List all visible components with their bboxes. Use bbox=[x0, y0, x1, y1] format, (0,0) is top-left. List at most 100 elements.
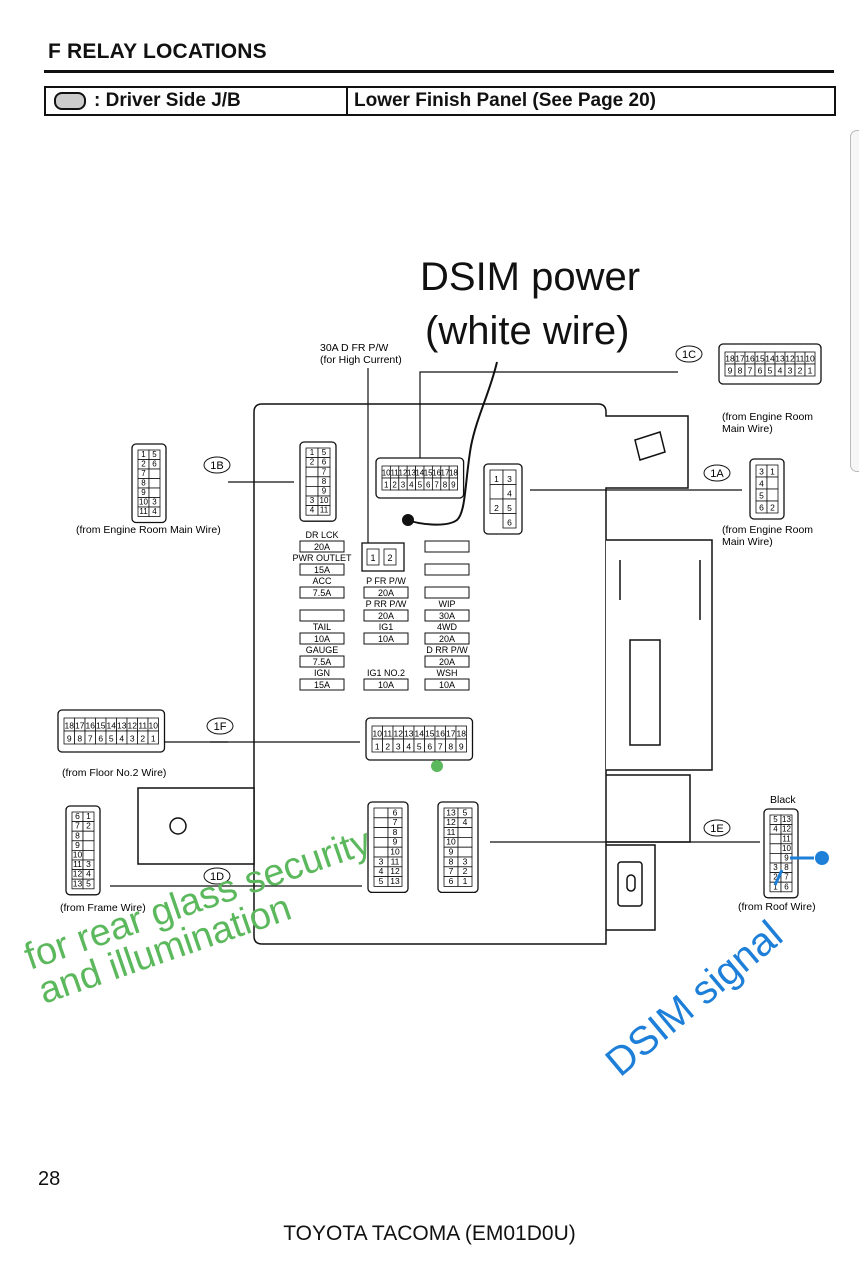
fuse-amp: 15A bbox=[314, 680, 330, 690]
pin-number: 2 bbox=[140, 734, 145, 744]
pin-number: 2 bbox=[463, 866, 468, 876]
fuse-name: WSH bbox=[437, 668, 458, 678]
pin-number: 3 bbox=[379, 856, 384, 866]
pin-number: 4 bbox=[778, 366, 783, 376]
pin-number: 10 bbox=[382, 469, 391, 478]
pin-cell bbox=[448, 477, 459, 491]
pin-number: 11 bbox=[447, 827, 456, 837]
pin-number: 2 bbox=[86, 821, 91, 831]
pin-number: 1 bbox=[151, 734, 156, 744]
dsim-power-wire bbox=[402, 361, 498, 526]
fuse-slot bbox=[363, 586, 409, 599]
pin-number: 11 bbox=[390, 469, 399, 478]
fuse-name: GAUGE bbox=[306, 645, 339, 655]
spare-fuse-slot bbox=[424, 563, 470, 576]
pin-number: 10 bbox=[782, 844, 791, 853]
pin-number: 12 bbox=[73, 869, 83, 879]
src-1b: (from Engine Room Main Wire) bbox=[76, 524, 221, 536]
pin-number: 13 bbox=[446, 807, 456, 817]
pin-number: 7 bbox=[434, 481, 439, 490]
footer-title: TOYOTA TACOMA (EM01D0U) bbox=[283, 1222, 576, 1245]
pin-number: 9 bbox=[451, 481, 456, 490]
pin-cell bbox=[766, 500, 779, 514]
pin-number: 6 bbox=[507, 518, 512, 528]
pin-number: 3 bbox=[463, 856, 468, 866]
pin-cell bbox=[305, 466, 319, 478]
pin-number: 9 bbox=[728, 366, 733, 376]
pin-cell bbox=[305, 485, 319, 497]
pin-number: 5 bbox=[507, 503, 512, 513]
pin-number: 8 bbox=[784, 863, 789, 872]
spare-fuse-slot bbox=[299, 609, 345, 622]
high-current-label-2: (for High Current) bbox=[320, 354, 402, 366]
fuse-name: TAIL bbox=[313, 622, 331, 632]
pin-cell bbox=[457, 876, 473, 887]
pin-number: 2 bbox=[770, 503, 775, 513]
pin-number: 4 bbox=[773, 825, 778, 834]
dsim-signal-label: DSIM signal bbox=[598, 913, 791, 1085]
scrollbar[interactable] bbox=[850, 130, 859, 472]
pin-number: 12 bbox=[390, 866, 400, 876]
src-1a-2: Main Wire) bbox=[722, 536, 773, 548]
pin-number: 9 bbox=[141, 488, 146, 497]
pin-number: 8 bbox=[141, 479, 146, 488]
pin-number: 5 bbox=[768, 366, 773, 376]
pin-number: 6 bbox=[759, 503, 764, 513]
relay-pin bbox=[383, 548, 397, 566]
pin-number: 11 bbox=[139, 507, 148, 516]
spare-fuse-slot bbox=[424, 540, 470, 553]
pin-cell bbox=[489, 484, 504, 500]
pin-number: 8 bbox=[77, 734, 82, 744]
pin-number: 10 bbox=[390, 847, 400, 857]
pin-cell bbox=[766, 476, 779, 490]
location-table: : Driver Side J/B Lower Finish Panel (Se… bbox=[44, 86, 836, 116]
junction-block-body bbox=[137, 403, 713, 945]
pin-number: 4 bbox=[759, 479, 764, 489]
pin-number: 10 bbox=[149, 721, 159, 731]
pin-number: 2 bbox=[141, 460, 146, 469]
pin-number: 17 bbox=[75, 721, 85, 731]
pin-number: 7 bbox=[748, 366, 753, 376]
pin-number: 6 bbox=[75, 811, 80, 821]
pin-number: 15 bbox=[755, 354, 765, 364]
pin-number: 12 bbox=[782, 825, 791, 834]
pin-number: 7 bbox=[438, 742, 443, 752]
pin-cell bbox=[457, 837, 473, 848]
pin-cell bbox=[769, 853, 782, 864]
tag-1c: 1C bbox=[682, 349, 696, 361]
fuse-amp: 30A bbox=[439, 611, 455, 621]
pin-number: 13 bbox=[390, 876, 400, 886]
fuse-amp: 10A bbox=[378, 680, 394, 690]
pin-cell bbox=[373, 807, 389, 819]
junction-block-oval-icon bbox=[54, 92, 86, 110]
pin-number: 14 bbox=[415, 729, 425, 739]
spare-fuse-slot bbox=[424, 586, 470, 599]
pin-number: 9 bbox=[459, 742, 464, 752]
pin-number: 12 bbox=[446, 817, 456, 827]
fuse-slot bbox=[299, 563, 345, 576]
pin-number: 16 bbox=[432, 469, 441, 478]
pin-number: 9 bbox=[393, 837, 398, 847]
pin-number: 9 bbox=[67, 734, 72, 744]
pin-number: 15 bbox=[424, 469, 433, 478]
pin-number: 6 bbox=[449, 876, 454, 886]
fuse-name: P FR P/W bbox=[366, 576, 406, 586]
pin-cell bbox=[82, 840, 95, 851]
pin-number: 16 bbox=[436, 729, 446, 739]
pin-number: 2 bbox=[494, 503, 499, 513]
pin-number: 12 bbox=[128, 721, 138, 731]
